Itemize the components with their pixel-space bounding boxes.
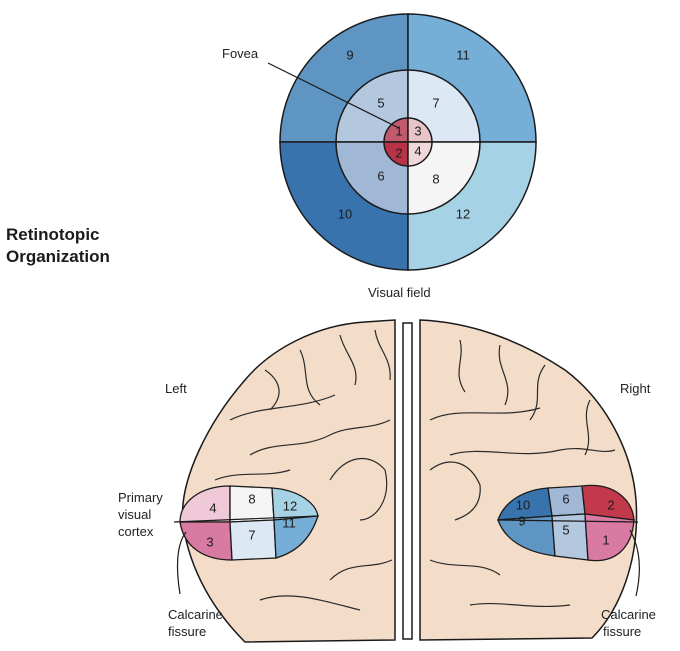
left-fissure-pointer	[176, 531, 187, 595]
region-8	[407, 141, 481, 215]
left-region-label-11: 11	[282, 516, 296, 531]
page-title-line1: Retinotopic	[6, 225, 100, 244]
visual-field-diagram	[267, 13, 537, 271]
right-region-label-2: 2	[607, 498, 614, 513]
cortex-label-line3: cortex	[118, 524, 154, 539]
left-region-label-7: 7	[248, 528, 255, 543]
sector-label-6: 6	[377, 169, 384, 184]
region-1	[383, 117, 409, 143]
left-region-11	[273, 515, 319, 559]
sector-label-11: 11	[456, 48, 470, 63]
right-region-label-9: 9	[518, 514, 525, 529]
left-region-label-12: 12	[283, 499, 297, 514]
sector-label-3: 3	[414, 124, 421, 139]
left-fissure-label-line1: Calcarine	[168, 607, 223, 622]
right-fissure-pointer	[629, 529, 640, 597]
right-hemisphere-label: Right	[620, 381, 651, 396]
left-hemisphere	[173, 319, 396, 643]
sector-label-4: 4	[414, 144, 421, 159]
right-region-label-1: 1	[602, 533, 609, 548]
right-brain-outline	[419, 319, 638, 641]
region-3	[407, 117, 433, 143]
region-6	[335, 141, 409, 215]
page-title-line2: Organization	[6, 247, 110, 266]
fovea-pointer	[267, 62, 400, 129]
sector-label-10: 10	[338, 207, 352, 222]
left-hemisphere-label: Left	[165, 381, 187, 396]
left-brain-outline	[181, 319, 396, 643]
sector-label-12: 12	[456, 207, 470, 222]
right-calcarine-line	[497, 519, 639, 523]
sector-label-2: 2	[395, 146, 402, 161]
region-7	[407, 69, 481, 143]
right-labels: 10 9 6 5 2 1 Right Calcarine fissure	[516, 381, 656, 639]
sector-label-1: 1	[395, 124, 402, 139]
right-region-label-10: 10	[516, 498, 530, 513]
page-title: Retinotopic Organization	[6, 224, 110, 268]
cortex-label-line1: Primary	[118, 490, 163, 505]
midline-divider	[402, 322, 413, 640]
left-sulci	[214, 329, 393, 611]
left-labels: 4 3 8 7 12 11 Left Primary visual cortex…	[118, 381, 297, 639]
left-calcarine-line	[173, 515, 319, 523]
left-region-label-4: 4	[209, 501, 216, 516]
sector-label-7: 7	[432, 96, 439, 111]
left-region-label-3: 3	[206, 535, 213, 550]
right-sulci	[429, 339, 616, 608]
region-2	[383, 141, 409, 167]
fovea-label: Fovea	[222, 46, 259, 61]
left-region-label-8: 8	[248, 492, 255, 507]
right-region-label-6: 6	[562, 492, 569, 507]
visual-field-labels: 9 11 10 12 5 7 6 8 1 3 2 4 Fovea Visual …	[222, 46, 470, 300]
sector-label-5: 5	[377, 96, 384, 111]
sector-label-9: 9	[346, 48, 353, 63]
cortex-label-line2: visual	[118, 507, 151, 522]
right-hemisphere	[419, 319, 640, 641]
region-4	[407, 141, 433, 167]
sector-label-8: 8	[432, 172, 439, 187]
left-fissure-label-line2: fissure	[168, 624, 206, 639]
visual-field-caption: Visual field	[368, 285, 431, 300]
right-fissure-label-line2: fissure	[603, 624, 641, 639]
right-fissure-label-line1: Calcarine	[601, 607, 656, 622]
right-region-label-5: 5	[562, 523, 569, 538]
